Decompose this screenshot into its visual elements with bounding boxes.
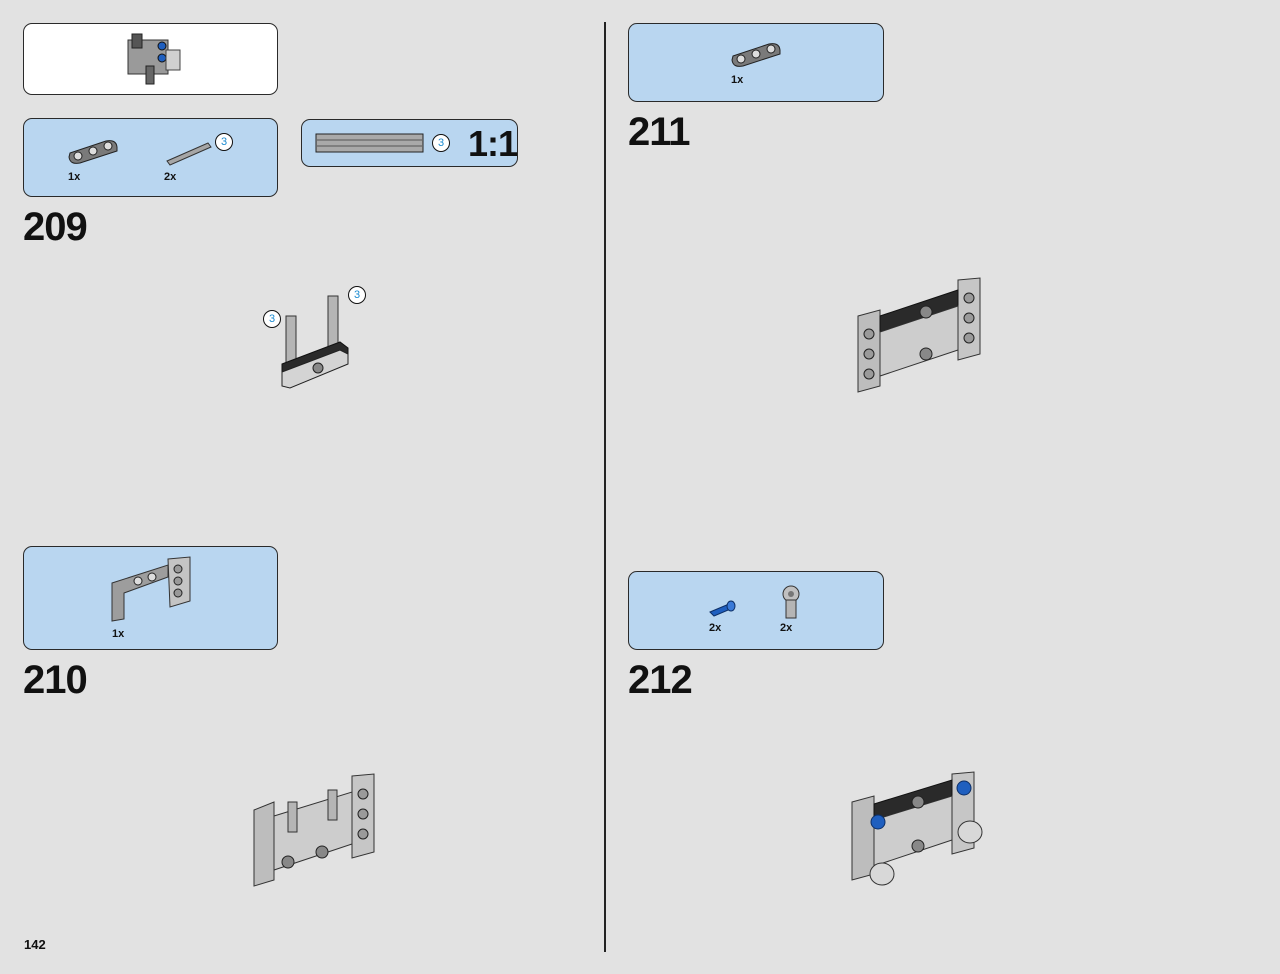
axle-part-icon xyxy=(166,142,212,166)
scale-ratio: 1:1 xyxy=(468,123,518,164)
step-212-assembly-illustration xyxy=(851,771,983,886)
part-quantity: 2x xyxy=(164,171,177,183)
frame-part-icon xyxy=(111,556,191,622)
step-211-assembly-illustration xyxy=(857,277,981,393)
scale-reference-panel: 3 1:1 xyxy=(301,119,518,167)
part-quantity: 1x xyxy=(731,74,744,86)
connector-part-icon xyxy=(782,585,800,619)
axle-length-callout: 3 xyxy=(215,133,233,151)
step-209-parts-panel: 1x 2x 3 xyxy=(23,118,278,197)
subassembly-model-illustration xyxy=(127,33,181,85)
step-210-assembly-illustration xyxy=(253,773,375,887)
beam-part-icon xyxy=(68,140,118,164)
step-212-parts-panel: 2x 2x xyxy=(628,571,884,650)
page-column-divider xyxy=(604,22,606,952)
step-211-parts-panel: 1x xyxy=(628,23,884,102)
axle-length-callout: 3 xyxy=(432,134,450,152)
part-quantity: 2x xyxy=(780,622,793,634)
axle-scale-icon xyxy=(315,133,424,153)
part-quantity: 1x xyxy=(112,628,125,640)
step-209-assembly-illustration xyxy=(281,295,349,389)
step-number-209: 209 xyxy=(23,205,88,249)
step-number-211: 211 xyxy=(628,110,691,154)
beam-part-icon xyxy=(731,43,781,67)
axle-length-callout: 3 xyxy=(263,310,281,328)
part-quantity: 2x xyxy=(709,622,722,634)
step-210-parts-panel: 1x xyxy=(23,546,278,650)
step-number-212: 212 xyxy=(628,658,693,702)
blue-pin-part-icon xyxy=(709,600,736,617)
axle-length-callout: 3 xyxy=(348,286,366,304)
part-quantity: 1x xyxy=(68,171,81,183)
subassembly-reference-panel xyxy=(23,23,278,95)
step-number-210: 210 xyxy=(23,658,88,702)
page-number: 142 xyxy=(24,937,46,952)
